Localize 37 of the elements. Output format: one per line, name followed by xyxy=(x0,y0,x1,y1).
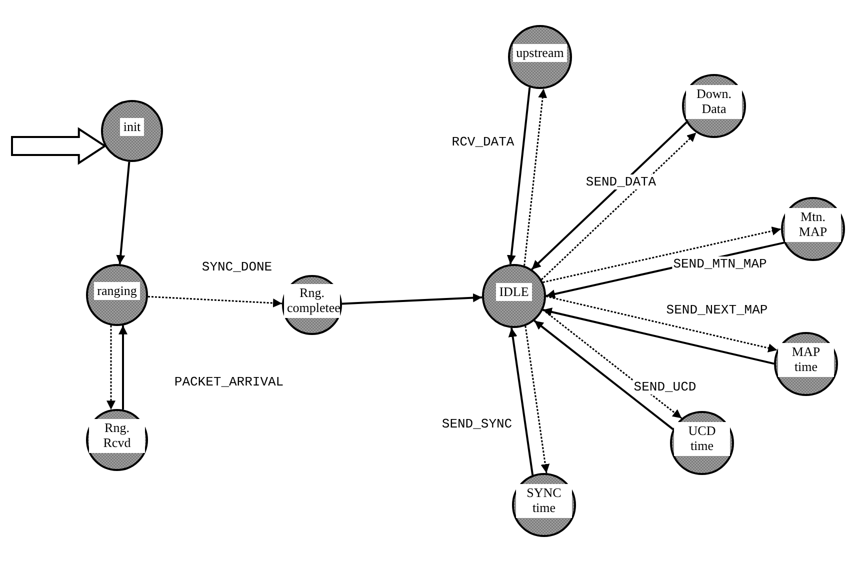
arrow xyxy=(118,325,128,410)
state-label: init xyxy=(120,118,144,136)
arrow xyxy=(524,88,548,266)
edge-label: SEND_MTN_MAP xyxy=(672,256,768,272)
arrow xyxy=(342,293,482,305)
block-arrow xyxy=(11,127,107,165)
state-label: SYNC time xyxy=(516,484,572,518)
arrow xyxy=(506,87,531,264)
edge-label: SEND_SYNC xyxy=(440,416,514,432)
edge-label: PACKET_ARRIVAL xyxy=(173,374,285,390)
edge-label: SEND_DATA xyxy=(584,174,658,190)
arrow xyxy=(534,320,674,430)
state-label: Rng. completee xyxy=(284,284,340,318)
arrow xyxy=(540,132,697,280)
edge-label: SEND_UCD xyxy=(632,380,698,394)
arrow xyxy=(116,162,130,264)
edge-label: SYNC_DONE xyxy=(200,260,274,274)
arrow xyxy=(508,328,534,476)
arrow xyxy=(542,308,774,365)
arrow xyxy=(542,226,782,284)
arrow xyxy=(524,326,550,474)
state-label: IDLE xyxy=(496,282,532,302)
state-label: UCD time xyxy=(674,422,730,456)
edge-label: RCV_DATA xyxy=(450,134,516,150)
state-label: MAP time xyxy=(778,343,834,377)
edge-label: SEND_NEXT_MAP xyxy=(665,302,769,318)
state-label: Mtn. MAP xyxy=(785,208,841,242)
state-label: Rng. Rcvd xyxy=(89,419,145,453)
state-label: ranging xyxy=(94,282,140,300)
arrow xyxy=(542,309,682,419)
state-label: upstream xyxy=(513,44,567,62)
state-circle xyxy=(482,264,546,328)
arrow xyxy=(148,296,282,308)
arrow xyxy=(106,325,116,410)
arrow xyxy=(531,122,688,270)
state-label: Down. Data xyxy=(686,85,742,119)
arrow xyxy=(546,296,778,352)
